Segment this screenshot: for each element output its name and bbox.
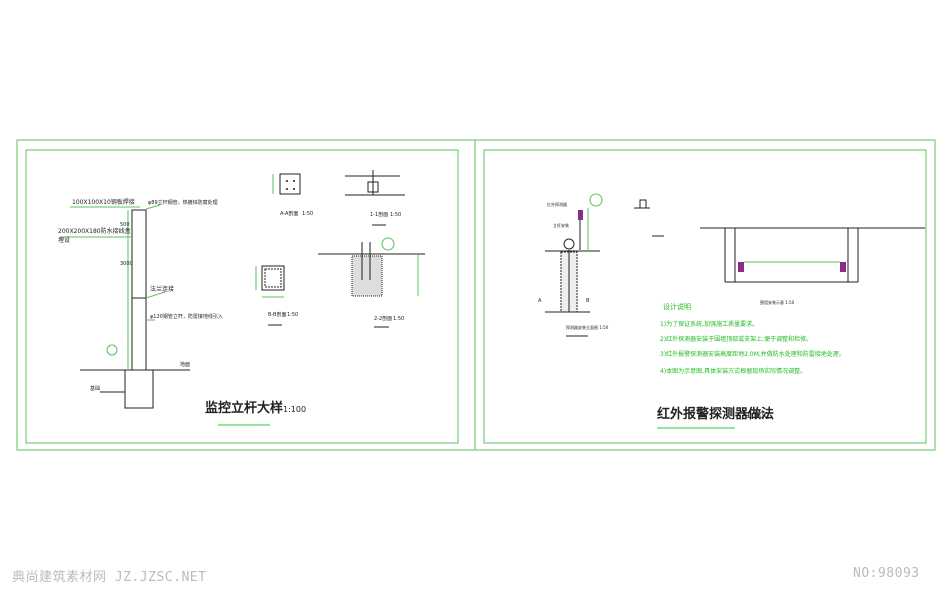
right-sheet-title: 红外报警探测器做法 <box>657 406 774 422</box>
note-3: 3)红外报警探测器安装高度距地2.0M,并做防水处理和防雷接地处理。 <box>660 350 845 358</box>
drawing-frames <box>16 139 936 451</box>
annotation-foundation: 基础 <box>90 385 100 392</box>
label-pole: 立杆安装 <box>553 222 569 228</box>
caption-wall: 围墙安装示意 1:50 <box>760 299 795 305</box>
annotation-joint: 法兰连接 <box>150 285 174 293</box>
annotation-camera: φ89立杆钢管，热镀锌防腐处理 <box>148 199 218 206</box>
detail-section-1-scale: 1:50 <box>390 212 401 218</box>
detail-plan-a: A-A剖面 <box>280 210 298 217</box>
annotation-pipe: φ120钢管立杆，防雷接地线引入 <box>150 313 223 320</box>
watermark-number: NO:98093 <box>853 566 920 581</box>
note-1: 1)为了保证系统,加强施工质量要求。 <box>660 320 758 328</box>
annotation-box2: 埋设 <box>58 236 70 244</box>
detail-drawings: A-A剖面 1:50 1-1剖面 1:50 B-B剖面 1:50 2-2剖面 1… <box>255 170 425 328</box>
detail-section-1: 1-1剖面 <box>370 211 388 218</box>
left-sheet-scale: 1:100 <box>283 405 306 414</box>
annotation-top-plate: 100X100X10钢板焊接 <box>72 198 135 206</box>
annotation-box: 200X200X180防水接线盒 <box>58 227 131 235</box>
design-notes: 设计说明 1)为了保证系统,加强施工质量要求。 2)红外探测器安装于围墙顶部或支… <box>660 302 845 375</box>
watermark-site: 典尚建筑素材网 JZ.JZSC.NET <box>12 570 207 585</box>
annotation-ground: 地面 <box>180 361 190 368</box>
dim-lower: 3000 <box>120 261 133 267</box>
pole-elevation: 100X100X10钢板焊接 φ89立杆钢管，热镀锌防腐处理 200X200X1… <box>58 198 223 409</box>
detail-plan-b-scale: 1:50 <box>287 312 298 318</box>
label-detector: 红外探测器 <box>547 201 567 207</box>
note-2: 2)红外探测器安装于围墙顶部或支架上,便于调整和检修。 <box>660 335 812 343</box>
notes-title: 设计说明 <box>663 302 691 311</box>
right-sheet-scale: 1:100 <box>746 411 769 420</box>
caption-section: 探测器安装立面图 1:50 <box>566 324 609 330</box>
detail-plan-b: B-B剖面 <box>268 311 287 318</box>
detail-section-2-scale: 1:50 <box>393 316 404 322</box>
left-sheet-title: 监控立杆大样 <box>205 400 283 416</box>
label-side-left: A <box>538 298 542 304</box>
note-4: 4)本图为示意图,具体安装方式根据现场实际情况调整。 <box>660 367 806 375</box>
dim-upper: 500 <box>120 222 130 228</box>
detail-plan-a-scale: 1:50 <box>302 211 313 217</box>
detector-elevation: 红外探测器 立杆安装 A B 探测器安装立面图 1:50 围墙安装示意 1:50 <box>538 193 925 337</box>
detail-section-2: 2-2剖面 <box>374 315 392 322</box>
label-side-right: B <box>586 298 590 304</box>
